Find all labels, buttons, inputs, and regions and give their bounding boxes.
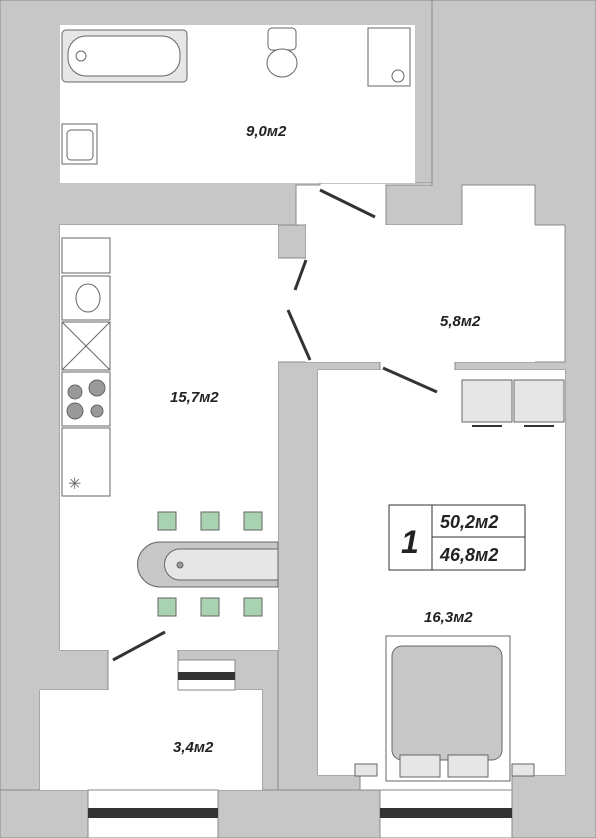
total-area: 50,2м2 [440,512,498,532]
window-bedroom-glass [380,808,512,818]
bathroom-fixtures [61,27,411,165]
wardrobe-left [461,379,513,423]
dining-set [137,511,279,617]
toilet-tank-icon [267,27,297,51]
chair-icon [157,511,177,531]
bathtub-basin [67,35,181,77]
balcony-floor [40,690,262,790]
chair-icon [200,597,220,617]
living-area: 46,8м2 [439,545,498,565]
door-kitchen-lower [286,309,312,361]
labels: 9,0м2 5,8м2 15,7м2 16,3м2 3,4м2 1 50,2м2… [170,123,498,756]
wardrobe [461,379,565,427]
boiler-spiral-icon [391,69,405,83]
fridge-icon [61,427,111,497]
bedroom-area-label: 16,3м2 [424,609,473,626]
bed-mattress [391,645,503,761]
dining-table-top [164,548,279,581]
door-balcony [112,630,166,662]
snowflake-icon: ✳ [68,476,81,493]
wardrobe-right [513,379,565,423]
stove-icon [61,371,111,427]
rooms-count: 1 [401,524,419,560]
balcony-area-label: 3,4м2 [173,739,214,756]
toilet-bowl-icon [266,48,298,78]
door-bedroom [382,366,438,394]
kitchen-sink-basin [75,283,101,313]
chair-icon [243,597,263,617]
window-kitchen-glass [178,672,235,680]
nightstand-icon [354,763,378,777]
hallway-floor [306,225,535,362]
chair-icon [243,511,263,531]
nightstand-icon [511,763,535,777]
area-summary [388,504,526,571]
bathroom-area-label: 9,0м2 [246,123,287,140]
bottom-wall-left [0,789,89,838]
doors [112,188,438,662]
windows [87,659,513,838]
kitchen-area-label: 15,7м2 [170,389,219,406]
pillow-icon [447,754,489,778]
pillow-icon [399,754,441,778]
sink-basin [66,129,94,161]
hallway-area-label: 5,8м2 [440,313,481,330]
window-balcony-glass [88,808,218,818]
chair-icon [200,511,220,531]
cabinet-icon [61,237,111,274]
door-bathroom [319,188,376,219]
chair-icon [157,597,177,617]
kitchen-fixtures: ✳ [61,237,111,497]
bottom-wall-center [217,789,381,838]
bed [354,635,535,782]
wall-stub [277,224,307,259]
door-kitchen-upper [293,259,308,291]
bathtub-drain [75,50,87,62]
